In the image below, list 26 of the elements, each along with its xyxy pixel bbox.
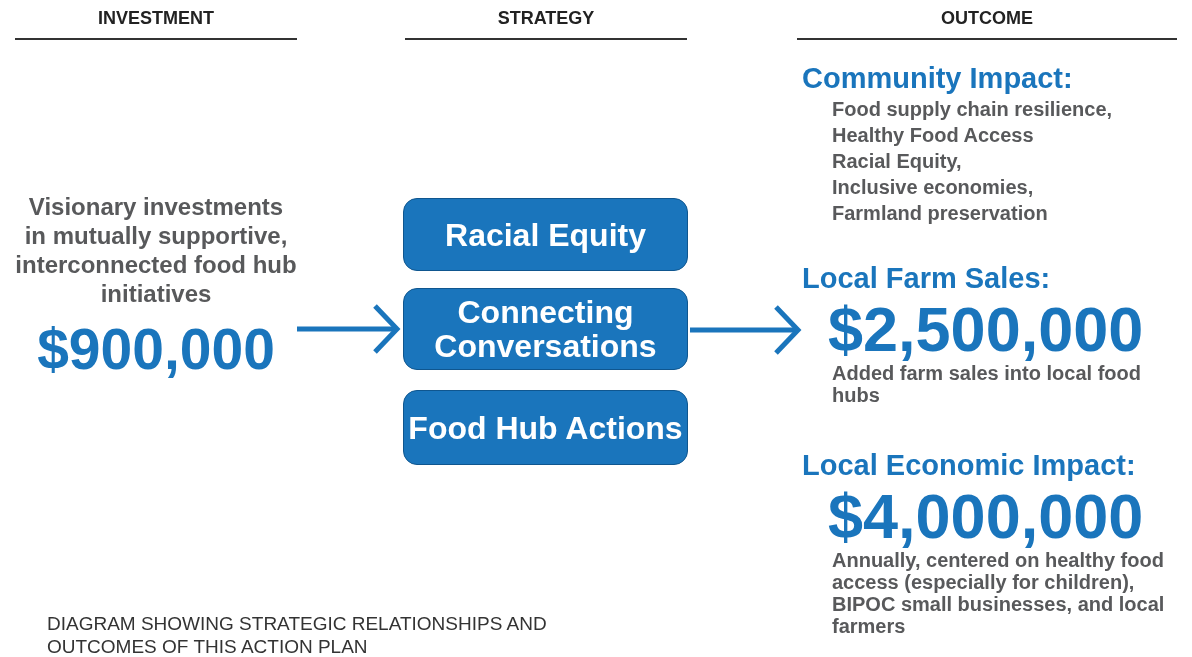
outcome-item: Food supply chain resilience, xyxy=(832,97,1114,122)
description-text: Annually, centered on healthy food access (especially for children), BIPOC small businesses, and local farmers xyxy=(832,549,1166,637)
column-heading: STRATEGY xyxy=(496,8,596,29)
rounded-box xyxy=(403,198,688,271)
outcome-item: Racial Equity, xyxy=(832,149,963,174)
rounded-box xyxy=(403,288,688,370)
outcome-item: Healthy Food Access xyxy=(832,123,1035,148)
outcome-heading: Local Farm Sales: xyxy=(802,261,1052,296)
rounded-box xyxy=(403,390,688,465)
outcome-item: Farmland preservation xyxy=(832,201,1049,226)
box-label: Food Hub Actions xyxy=(408,410,683,445)
box-label: Racial Equity xyxy=(445,217,646,252)
box-label: Connecting Conversations xyxy=(433,295,658,363)
description-text: Visionary investments in mutually supportive, interconnected food hub initiatives xyxy=(15,192,297,308)
amount-figure: $2,500,000 xyxy=(828,296,1145,362)
arrow xyxy=(690,304,801,356)
outcome-item: Inclusive economies, xyxy=(832,175,1035,200)
column-heading: OUTCOME xyxy=(940,8,1034,29)
arrow xyxy=(297,303,400,355)
description-text: Added farm sales into local food hubs xyxy=(832,362,1142,406)
column-heading: INVESTMENT xyxy=(97,8,215,29)
outcome-heading: Local Economic Impact: xyxy=(802,448,1137,483)
outcome-heading: Community Impact: xyxy=(802,61,1074,96)
amount-figure: $4,000,000 xyxy=(828,483,1145,549)
amount-figure: $900,000 xyxy=(36,316,276,382)
caption: DIAGRAM SHOWING STRATEGIC RELATIONSHIPS AND OUTCOMES OF THIS ACTION PLAN xyxy=(47,612,548,657)
